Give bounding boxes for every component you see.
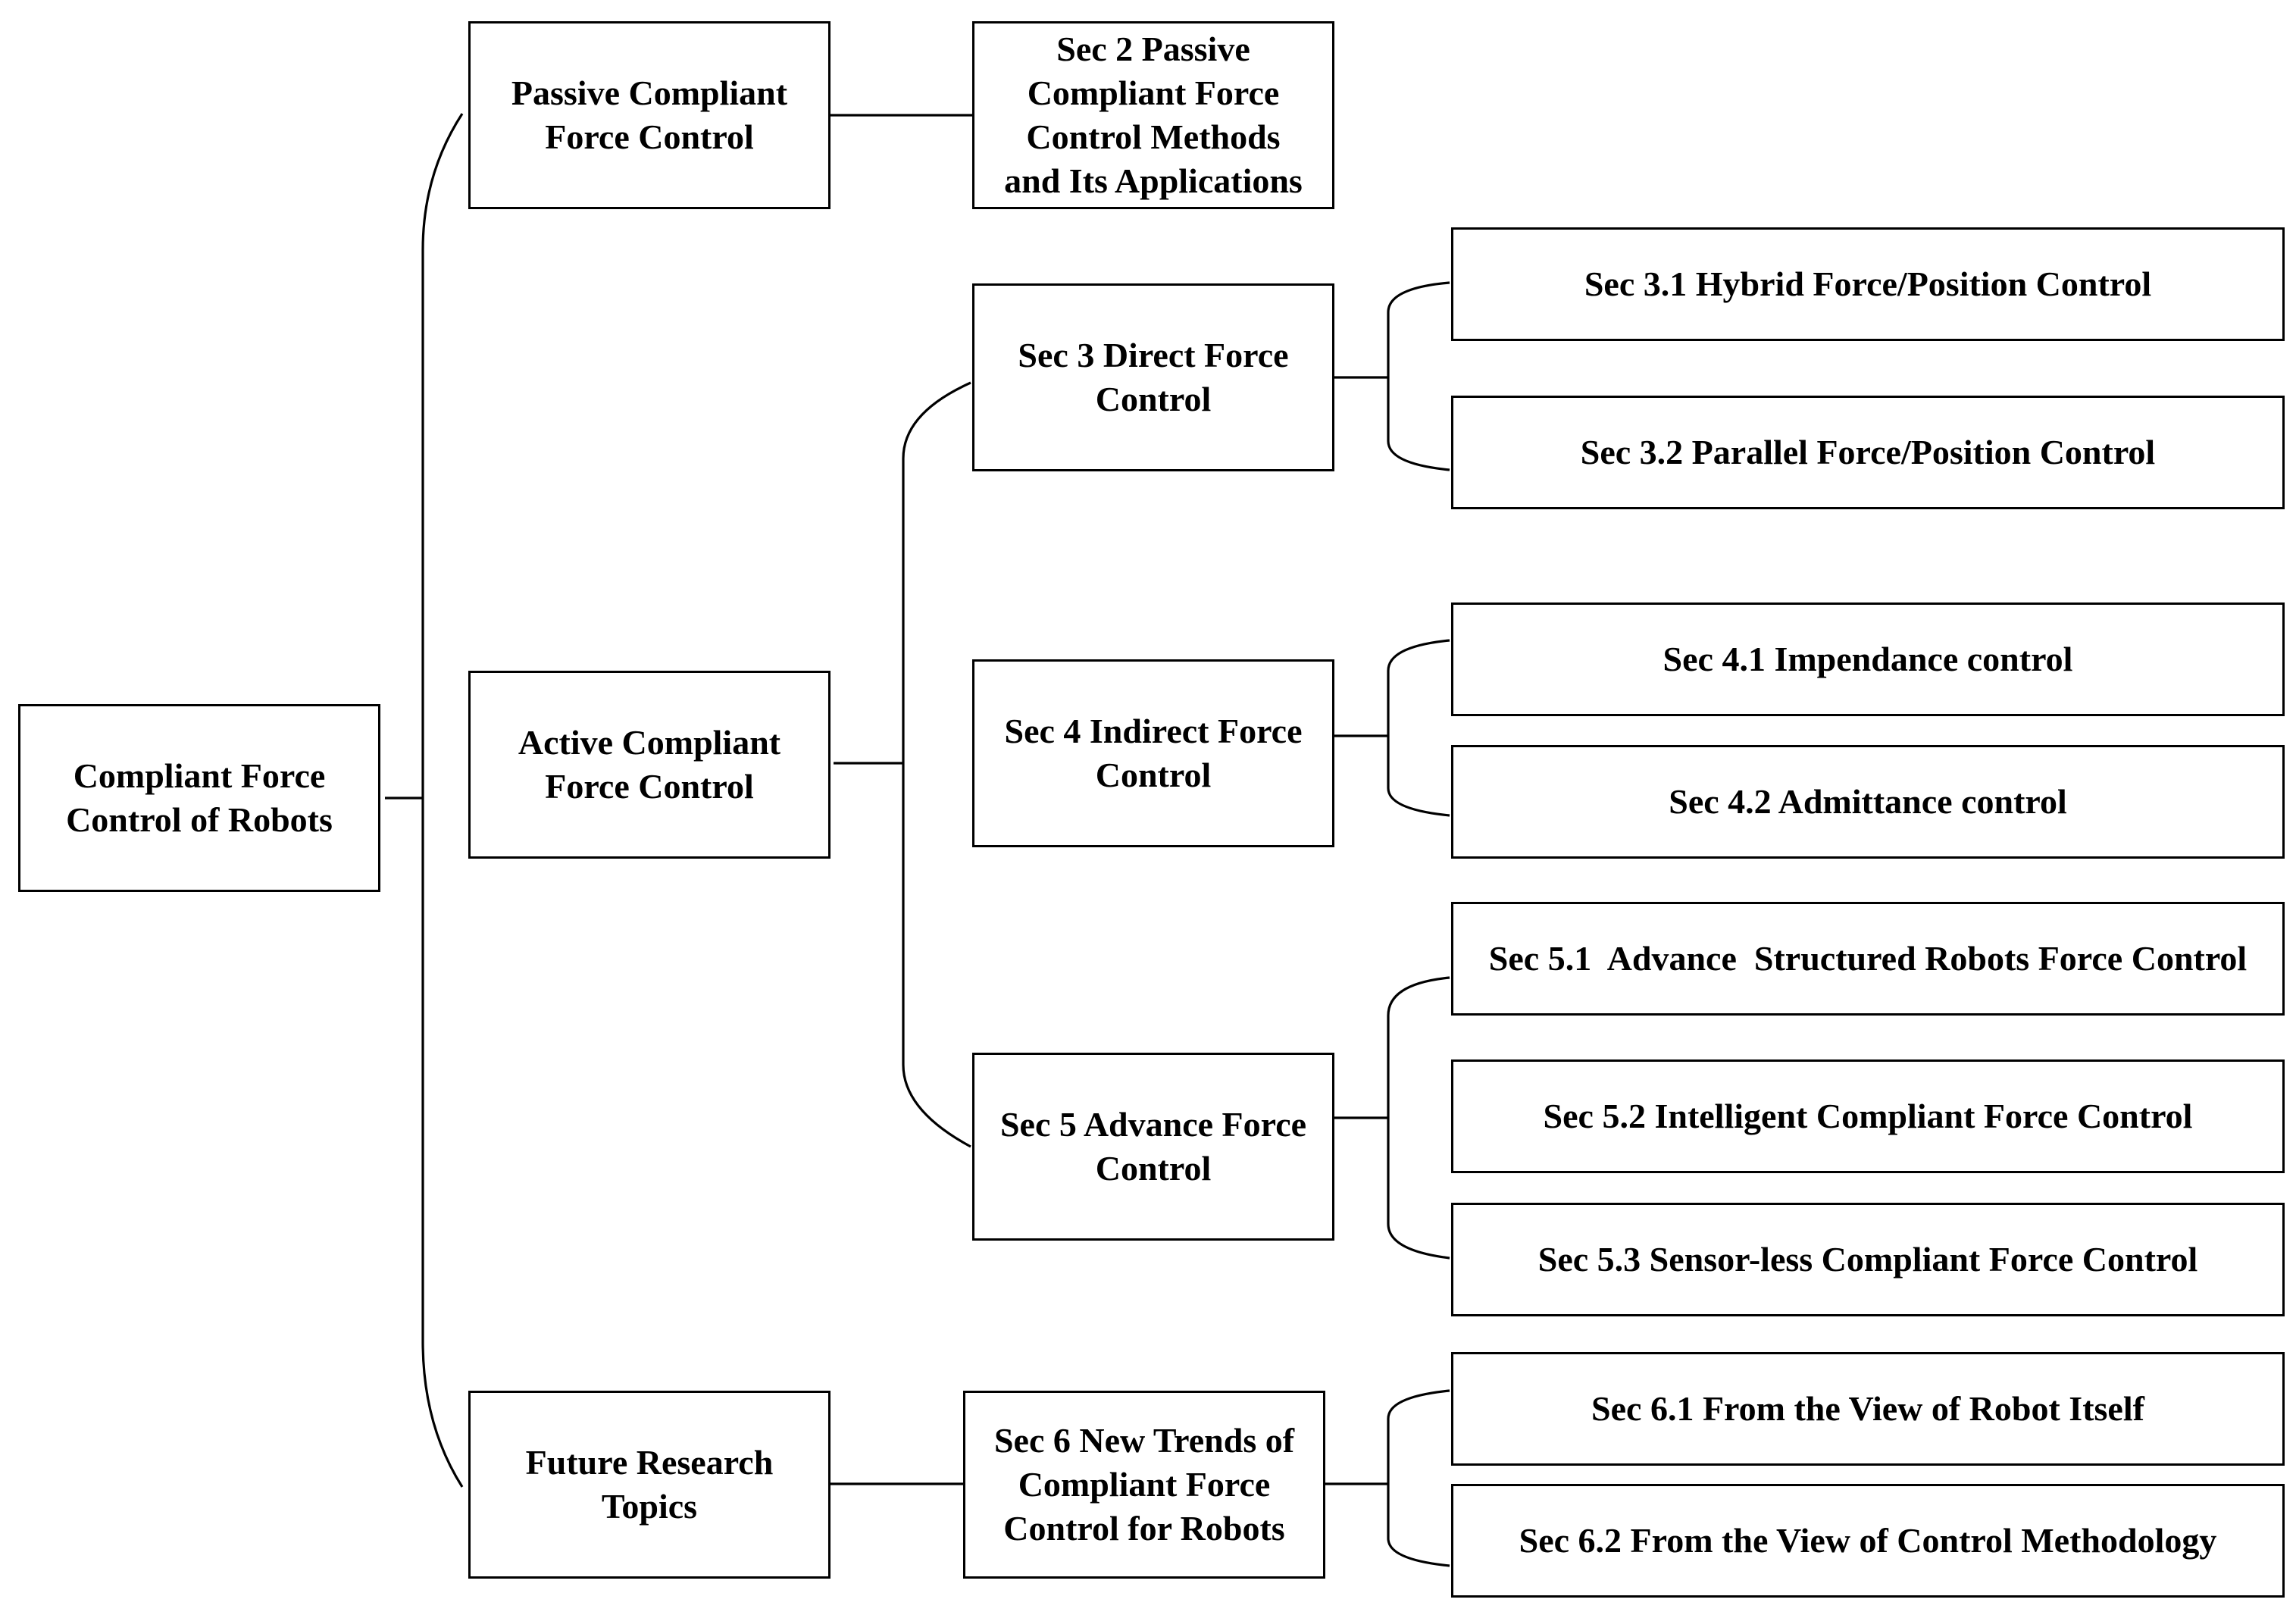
brace-sec6 — [1387, 1389, 1450, 1567]
section-3-2-node: Sec 3.2 Parallel Force/Position Control — [1451, 396, 2285, 509]
section-5-2-node: Sec 5.2 Intelligent Compliant Force Cont… — [1451, 1059, 2285, 1173]
section-4-2-node: Sec 4.2 Admittance control — [1451, 745, 2285, 859]
section-6-1-node: Sec 6.1 From the View of Robot Itself — [1451, 1352, 2285, 1466]
brace-active — [902, 381, 971, 1148]
section-5-1-node: Sec 5.1 Advance Structured Robots Force … — [1451, 902, 2285, 1016]
brace-sec3 — [1387, 281, 1450, 471]
section-6-node: Sec 6 New Trends of Compliant Force Cont… — [963, 1391, 1325, 1579]
branch-future-research: Future Research Topics — [468, 1391, 831, 1579]
branch-active-compliant: Active Compliant Force Control — [468, 671, 831, 859]
brace-sec5 — [1387, 976, 1450, 1260]
section-4-node: Sec 4 Indirect Force Control — [972, 659, 1334, 847]
root-node: Compliant Force Control of Robots — [18, 704, 380, 892]
branch-passive-compliant: Passive Compliant Force Control — [468, 21, 831, 209]
brace-root — [421, 113, 464, 1488]
section-5-3-node: Sec 5.3 Sensor-less Compliant Force Cont… — [1451, 1203, 2285, 1316]
section-4-1-node: Sec 4.1 Impendance control — [1451, 602, 2285, 716]
section-3-1-node: Sec 3.1 Hybrid Force/Position Control — [1451, 227, 2285, 341]
section-3-node: Sec 3 Direct Force Control — [972, 283, 1334, 471]
section-2-node: Sec 2 Passive Compliant Force Control Me… — [972, 21, 1334, 209]
section-6-2-node: Sec 6.2 From the View of Control Methodo… — [1451, 1484, 2285, 1598]
brace-sec4 — [1387, 639, 1450, 817]
section-5-node: Sec 5 Advance Force Control — [972, 1053, 1334, 1241]
